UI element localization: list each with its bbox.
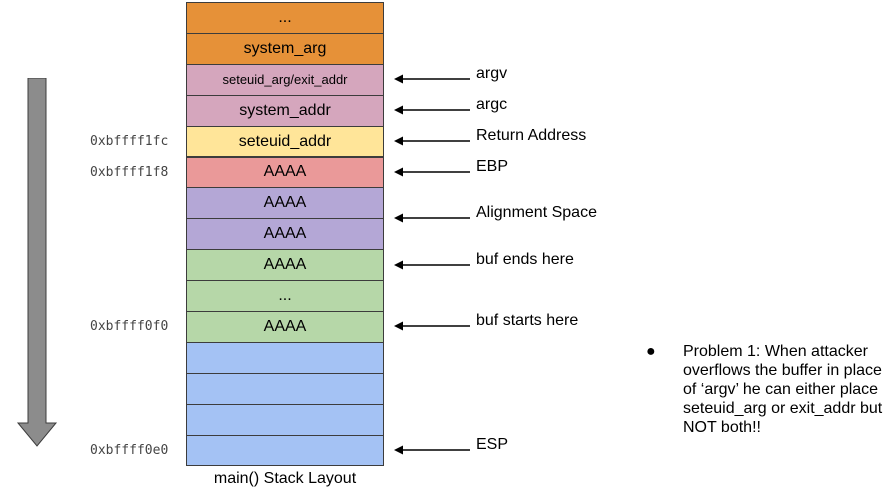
- pointer-arrow-icon: [394, 260, 470, 270]
- stack-cell: AAAA: [186, 249, 384, 282]
- stack-cell: AAAA: [186, 218, 384, 251]
- stack-cell: ...: [186, 2, 384, 34]
- stack-cell: [186, 403, 384, 436]
- stack-label: Alignment Space: [476, 204, 597, 222]
- pointer-arrow-icon: [394, 213, 470, 223]
- bullet-icon: ●: [646, 343, 656, 360]
- stack-label: ESP: [476, 436, 509, 454]
- stack-cell: [186, 341, 384, 374]
- stack-cell: seteuid_addr: [186, 125, 384, 158]
- stack-label: argc: [476, 96, 508, 114]
- pointer-arrow-icon: [394, 105, 470, 115]
- stack-address: 0xbffff0e0: [90, 442, 169, 458]
- pointer-arrow-icon: [394, 74, 470, 84]
- stack-cell: seteuid_arg/exit_addr: [186, 63, 384, 96]
- stack-caption: main() Stack Layout: [213, 470, 357, 487]
- stack-cell: [186, 372, 384, 405]
- stack-cell: AAAA: [186, 156, 384, 189]
- stack-address: 0xbffff1fc: [90, 133, 169, 149]
- stack-cell: ...: [186, 280, 384, 312]
- stack-address: 0xbffff1f8: [90, 164, 169, 180]
- growth-direction-arrow-icon: [16, 78, 58, 447]
- note-text: Problem 1: When attacker overflows the b…: [683, 343, 883, 436]
- stack-cell: system_arg: [186, 32, 384, 65]
- stack-cell: [186, 434, 384, 467]
- stack-label: argv: [476, 65, 508, 83]
- stack-label: Return Address: [476, 127, 587, 145]
- stack-cell: system_addr: [186, 94, 384, 127]
- pointer-arrow-icon: [394, 167, 470, 177]
- stack-label: EBP: [476, 157, 509, 175]
- pointer-arrow-icon: [394, 136, 470, 146]
- pointer-arrow-icon: [394, 321, 470, 331]
- stack-address: 0xbffff0f0: [90, 319, 169, 334]
- stack-label: buf starts here: [476, 312, 579, 330]
- stack-cell: AAAA: [186, 187, 384, 220]
- pointer-arrow-icon: [394, 445, 470, 455]
- stack-label: buf ends here: [476, 250, 574, 268]
- stack-cell: AAAA: [186, 311, 384, 343]
